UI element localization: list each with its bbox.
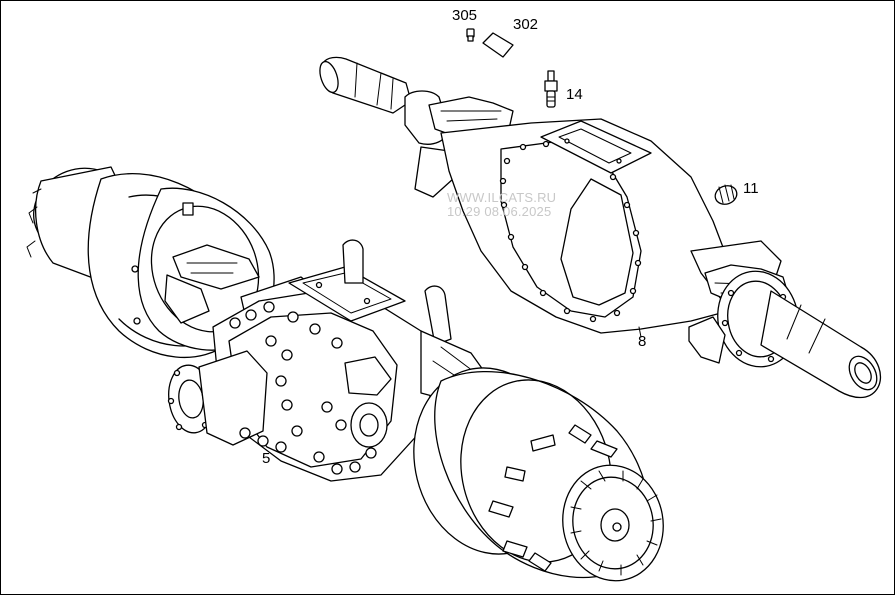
watermark: WWW.ILCATS.RU 10:29 08.06.2025 [447, 191, 556, 218]
watermark-line-1: WWW.ILCATS.RU [447, 190, 557, 205]
part-label-5[interactable]: 5 [262, 450, 271, 467]
part-label-8[interactable]: 8 [638, 333, 647, 350]
bolt-305 [466, 28, 475, 42]
axle-housing-8 [319, 56, 882, 399]
differential-bolts [229, 301, 377, 475]
part-label-302[interactable]: 302 [513, 16, 539, 33]
part-label-14[interactable]: 14 [566, 86, 583, 103]
plug-11 [714, 184, 738, 205]
wheel-studs [488, 424, 618, 572]
watermark-line-2: 10:29 08.06.2025 [447, 203, 552, 219]
part-label-305[interactable]: 305 [452, 7, 478, 24]
axle-assembly-5 [26, 166, 664, 582]
part-label-11[interactable]: 11 [743, 180, 759, 197]
plate-302 [482, 32, 514, 58]
breather-14 [544, 70, 558, 108]
leader-8 [638, 326, 642, 338]
